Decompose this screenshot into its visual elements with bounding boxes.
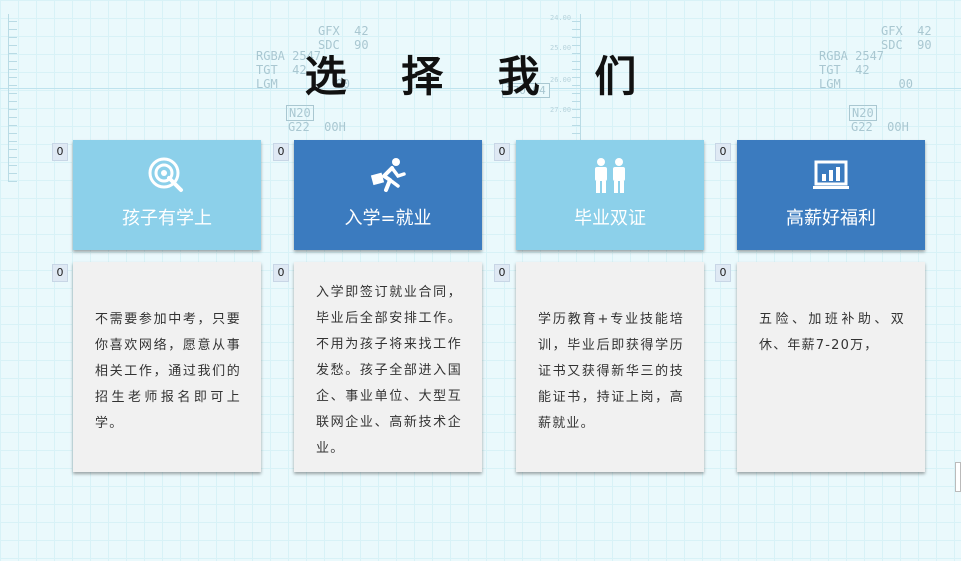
counter-badge: 0 [715,143,731,161]
ruler-label: 25.00 [550,44,572,52]
card-title: 高薪好福利 [786,208,876,229]
deco-text: GFX 42 [318,24,369,38]
people-icon [516,156,704,194]
counter-badge: 0 [52,143,68,161]
card-body-2: 入学即签订就业合同，毕业后全部安排工作。不用为孩子将来找工作发愁。孩子全部进入国… [294,262,482,472]
counter-badge: 0 [52,264,68,282]
deco-box: N20 [849,105,877,121]
deco-text: RGBA 2547 [256,49,322,63]
counter-badge: 0 [715,264,731,282]
deco-text: GFX 42 [881,24,932,38]
deco-text: RGBA 2547 [819,49,885,63]
ruler-label: 26.00 [550,76,572,84]
deco-text: SDC 90 [881,38,932,52]
deco-text: LGM 00 [819,77,913,91]
card-title: 入学=就业 [344,208,432,229]
ruler-left [8,14,23,182]
counter-badge: 0 [494,264,510,282]
card-title: 孩子有学上 [122,208,212,229]
runner-icon [294,156,482,194]
card-text: 入学即签订就业合同，毕业后全部安排工作。不用为孩子将来找工作发愁。孩子全部进入国… [316,285,462,456]
card-text: 不需要参加中考，只要你喜欢网络，愿意从事相关工作，通过我们的招生老师报名即可上学… [95,312,241,431]
counter-badge: 0 [273,264,289,282]
deco-text: TGT 42 [256,63,307,77]
ruler-label: 27.00 [550,106,572,114]
card-body-3: 学历教育+专业技能培训，毕业后即获得学历证书又获得新华三的技能证书，持证上岗，高… [516,262,704,472]
card-header-1[interactable]: 孩子有学上 [73,140,261,250]
counter-badge: 0 [494,143,510,161]
target-icon [73,156,261,194]
card-header-3[interactable]: 毕业双证 [516,140,704,250]
chart-monitor-icon [737,156,925,194]
deco-text: G22 00H [288,120,346,134]
card-header-4[interactable]: 高薪好福利 [737,140,925,250]
scrollbar-handle[interactable] [955,462,961,492]
deco-box: N20 [286,105,314,121]
card-header-2[interactable]: 入学=就业 [294,140,482,250]
card-body-4: 五险、加班补助、双休、年薪7-20万， [737,262,925,472]
counter-badge: 0 [273,143,289,161]
deco-text: G22 00H [851,120,909,134]
page-title: 选 择 我 们 [304,52,657,101]
card-text: 学历教育+专业技能培训，毕业后即获得学历证书又获得新华三的技能证书，持证上岗，高… [538,312,684,431]
card-text: 五险、加班补助、双休、年薪7-20万， [759,312,905,353]
coordinate-readout: 370.04 [502,83,550,98]
deco-text: LGM 00 [256,77,350,91]
card-body-1: 不需要参加中考，只要你喜欢网络，愿意从事相关工作，通过我们的招生老师报名即可上学… [73,262,261,472]
deco-text: SDC 90 [318,38,369,52]
ruler-label: 24.00 [550,14,572,22]
divider-line [0,88,961,89]
deco-text: TGT 42 [819,63,870,77]
card-title: 毕业双证 [574,208,646,229]
